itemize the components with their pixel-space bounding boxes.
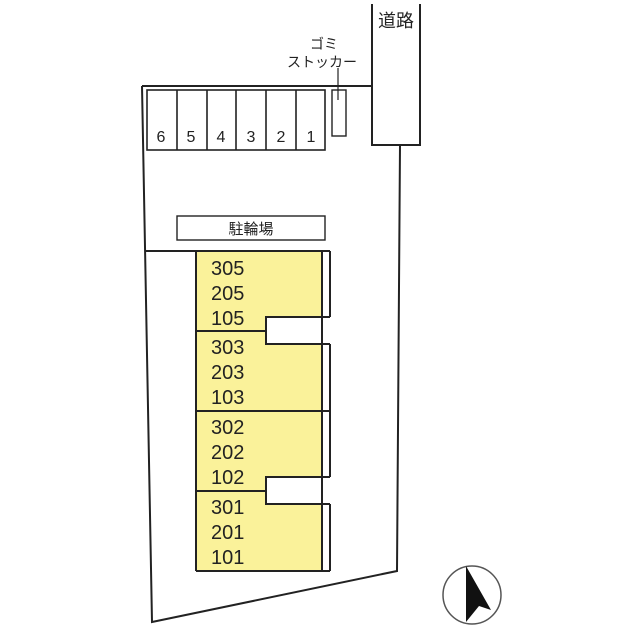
room-202: 202 xyxy=(211,442,244,464)
bicycle-parking-label: 駐輪場 xyxy=(228,220,273,238)
room-303: 303 xyxy=(211,337,244,359)
room-203: 203 xyxy=(211,362,244,384)
room-305: 305 xyxy=(211,258,244,280)
north-arrow-icon xyxy=(442,565,502,625)
parking-space-2: 2 xyxy=(277,129,286,146)
trash-stocker-box xyxy=(331,89,347,137)
building xyxy=(195,250,331,572)
site-boundary xyxy=(141,85,401,624)
room-301: 301 xyxy=(211,497,244,519)
parking-space-5: 5 xyxy=(187,129,196,146)
room-105: 105 xyxy=(211,308,244,330)
parking-space-1: 1 xyxy=(307,129,316,146)
room-103: 103 xyxy=(211,387,244,409)
parking-space-4: 4 xyxy=(217,129,226,146)
road-outline xyxy=(371,4,421,146)
parking-space-6: 6 xyxy=(157,129,166,146)
trash-label-line2: ストッカー xyxy=(287,55,357,71)
bicycle-parking-box xyxy=(176,215,326,241)
room-102: 102 xyxy=(211,467,244,489)
room-201: 201 xyxy=(211,522,244,544)
parking-space-3: 3 xyxy=(247,129,256,146)
room-302: 302 xyxy=(211,417,244,439)
road-label: 道路 xyxy=(378,11,414,32)
room-205: 205 xyxy=(211,283,244,305)
room-101: 101 xyxy=(211,547,244,569)
parking-area xyxy=(146,89,326,151)
trash-label-line1: ゴミ xyxy=(310,36,338,53)
